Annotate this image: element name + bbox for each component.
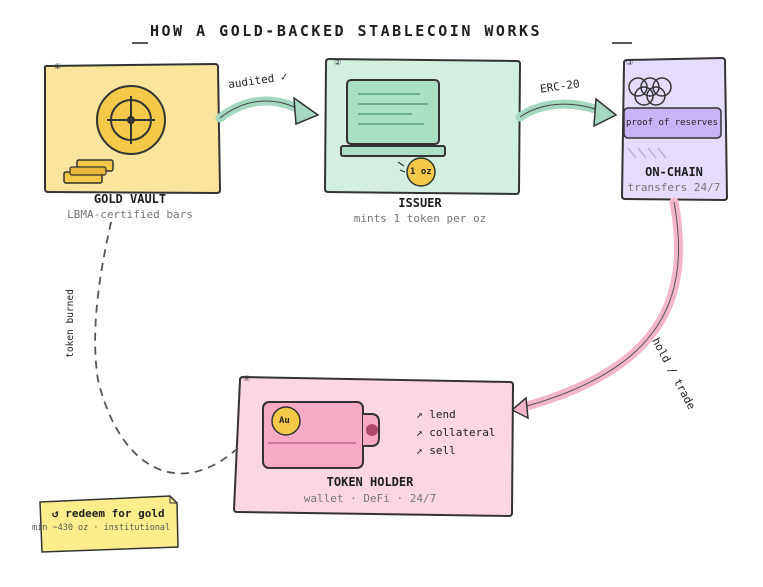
vault-sub: LBMA-certified bars	[67, 208, 193, 221]
hatch-marks	[627, 147, 667, 159]
vault-dial-icon	[96, 85, 166, 155]
onchain-name: ON-CHAIN	[645, 165, 703, 179]
issuer-sub: mints 1 token per oz	[353, 212, 487, 225]
burn-return-path	[94, 217, 239, 475]
onchain-card	[620, 56, 729, 202]
step-number-holder: ④	[243, 374, 251, 383]
onchain-sub: transfers 24/7	[627, 181, 721, 194]
edge-label-token-burned: token burned	[64, 289, 76, 358]
arrow-vault-to-issuer	[215, 96, 320, 126]
step-number-issuer: ②	[334, 58, 342, 67]
arrow-issuer-to-onchain	[515, 97, 618, 128]
gold-bars-icon	[63, 159, 114, 184]
holder-coin-label: Au	[279, 416, 290, 426]
step-number-onchain: ③	[626, 58, 634, 67]
issuer-name: ISSUER	[398, 196, 442, 210]
token-holder-card	[232, 375, 515, 518]
chain-links-icon	[628, 77, 672, 106]
redeem-note-title: ↺ redeem for gold	[52, 507, 165, 520]
wallet-icon	[262, 401, 380, 469]
proof-of-reserves-label: proof of reserves	[625, 118, 719, 128]
coin-icon	[397, 157, 436, 187]
arrow-onchain-to-holder	[510, 197, 684, 420]
holder-use-lend: ↗ lend	[416, 408, 456, 421]
diagram-title: HOW A GOLD-BACKED STABLECOIN WORKS	[150, 22, 543, 40]
step-number-vault: ①	[54, 62, 62, 71]
issuer-coin-label: 1 oz	[410, 167, 432, 177]
redeem-note	[39, 495, 179, 553]
holder-name: TOKEN HOLDER	[326, 475, 414, 489]
redeem-note-sub: min ~430 oz · institutional	[32, 523, 171, 533]
vault-name: GOLD VAULT	[93, 192, 167, 206]
holder-use-sell: ↗ sell	[416, 444, 456, 457]
proof-panel	[623, 107, 722, 139]
issuer-card	[323, 57, 522, 196]
holder-use-collateral: ↗ collateral	[416, 426, 496, 439]
gold-vault-card	[43, 62, 222, 195]
holder-sub: wallet · DeFi · 24/7	[303, 492, 437, 505]
laptop-icon	[340, 79, 446, 157]
